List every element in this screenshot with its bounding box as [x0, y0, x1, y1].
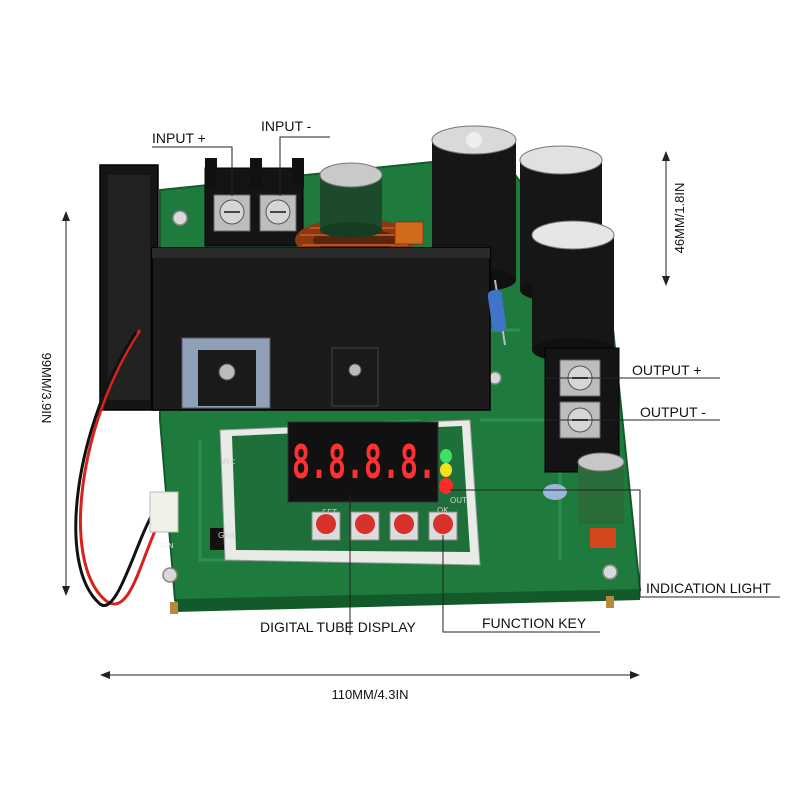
label-function-key: FUNCTION KEY — [482, 615, 587, 631]
led-red — [439, 478, 453, 494]
label-output-plus: OUTPUT + — [632, 362, 701, 378]
dimension-height-label: 99MM/3.9IN — [39, 353, 54, 424]
function-key-3[interactable] — [394, 514, 414, 534]
resistor — [487, 279, 507, 346]
capacitor-output — [577, 452, 625, 524]
ok-silkscreen: OK — [437, 506, 449, 515]
function-key-1[interactable] — [316, 514, 336, 534]
function-keys — [311, 511, 458, 541]
indicator-leds — [439, 449, 453, 494]
label-input-plus: INPUT + — [152, 130, 206, 146]
dimension-width-label: 110MM/4.3IN — [331, 687, 408, 702]
dimension-width — [100, 671, 640, 679]
dimension-component-height — [662, 151, 670, 286]
capacitor-small — [319, 162, 383, 238]
dimension-component-height-label: 46MM/1.8IN — [672, 183, 687, 254]
cooling-fan — [99, 164, 159, 411]
vcc-silkscreen: Vcc — [221, 457, 235, 466]
label-digital-tube-display: DIGITAL TUBE DISPLAY — [260, 619, 417, 635]
label-indication-light: INDICATION LIGHT — [646, 580, 771, 596]
fan-connector — [149, 491, 179, 533]
led-green — [440, 449, 452, 463]
dimension-height — [62, 211, 70, 596]
function-key-2[interactable] — [355, 514, 375, 534]
out-silkscreen: OUT — [450, 496, 467, 505]
orange-capacitor — [394, 221, 424, 245]
led-yellow — [440, 463, 452, 477]
label-input-minus: INPUT - — [261, 118, 312, 134]
mosfet-1 — [181, 337, 271, 409]
mounting-hole — [162, 567, 178, 583]
fan-wire-red — [79, 329, 162, 606]
callout-lines — [152, 136, 780, 635]
function-key-4[interactable] — [433, 514, 453, 534]
mounting-hole — [172, 210, 188, 226]
capacitor-large-3 — [531, 220, 615, 362]
fan-silkscreen: FAN — [160, 542, 173, 550]
fuse-component — [590, 528, 616, 548]
capacitor-blue — [543, 484, 567, 500]
mounting-hole — [488, 371, 502, 385]
gnd-silkscreen: Gnd — [218, 531, 234, 540]
label-output-minus: OUTPUT - — [640, 404, 706, 420]
digital-tube-digits: 8.8.8.8. — [292, 435, 436, 489]
mounting-hole — [602, 564, 618, 580]
input-terminal-block — [204, 158, 304, 247]
mosfet-2 — [331, 347, 379, 407]
